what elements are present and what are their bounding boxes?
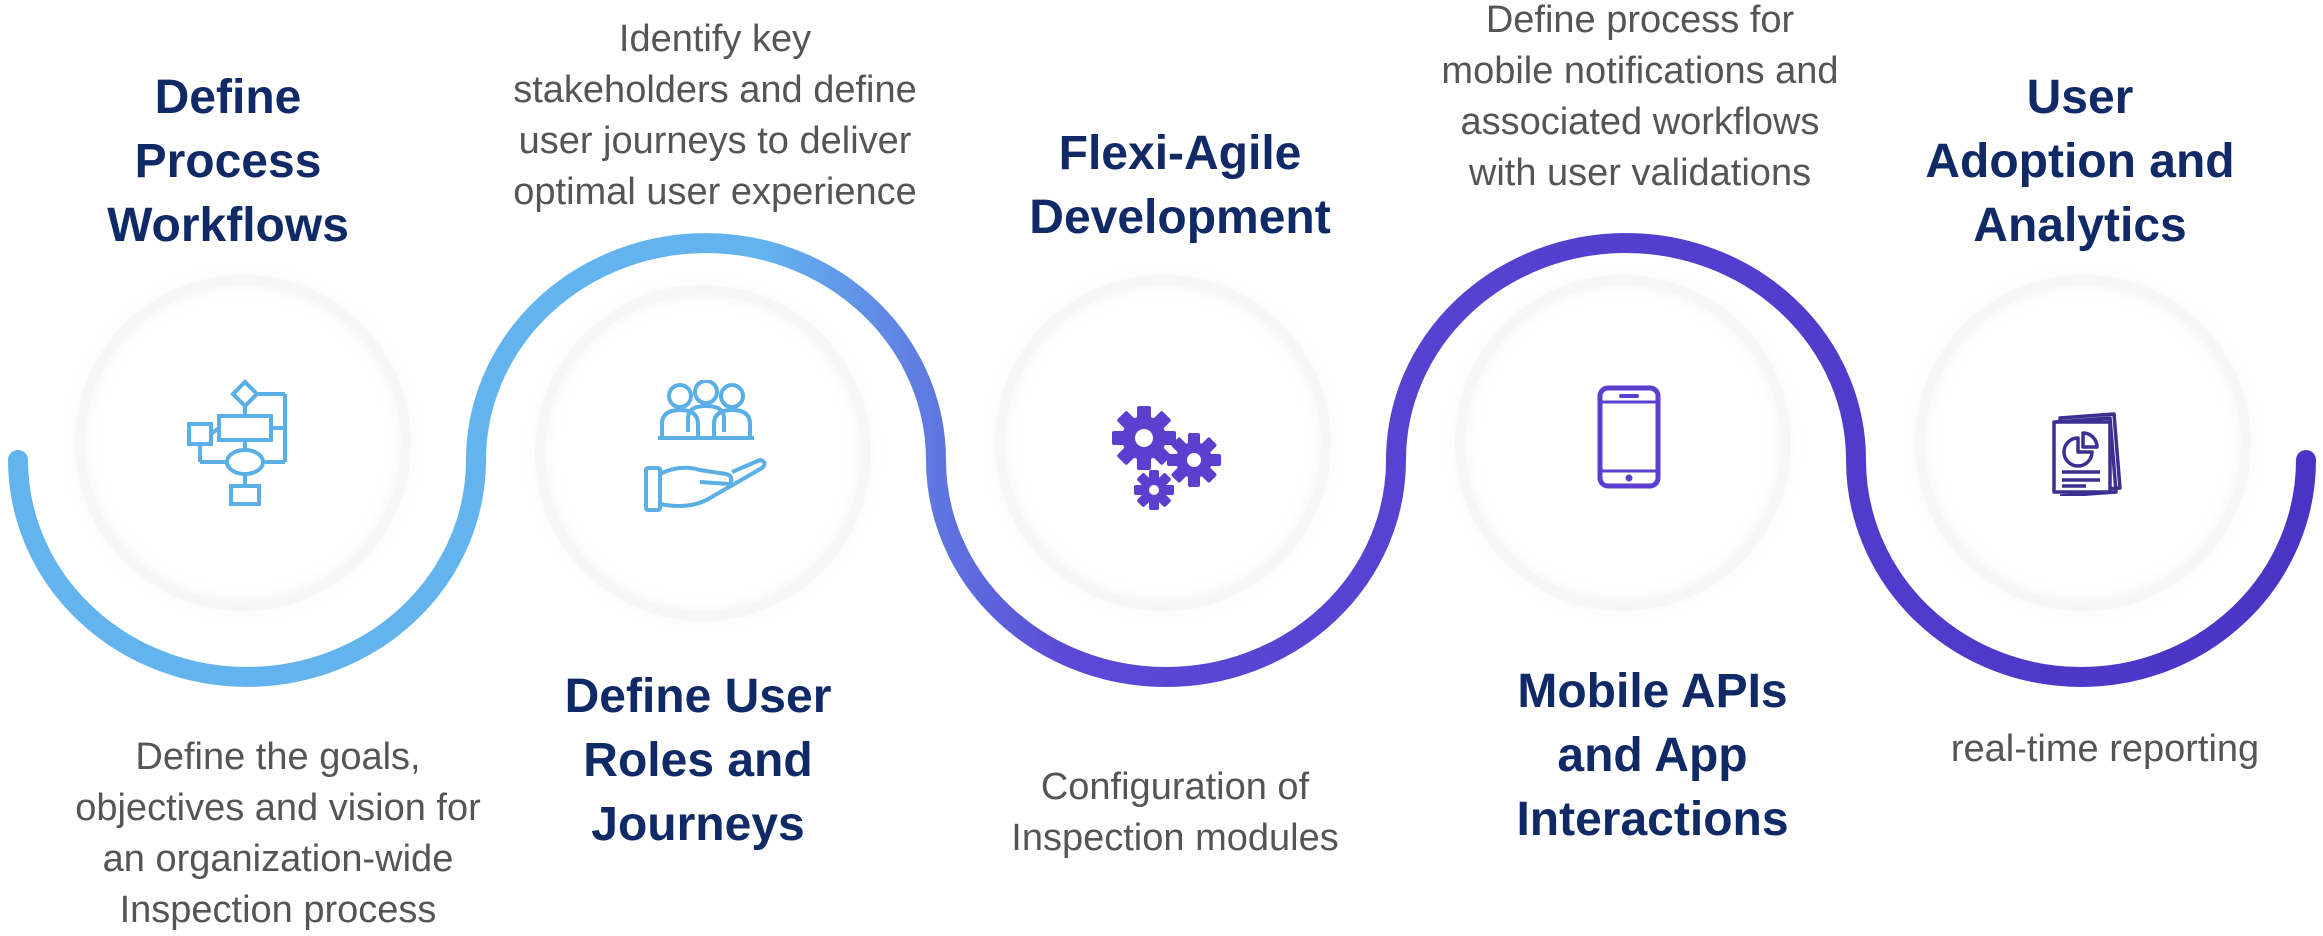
stage-1-title: Define Process Workflows <box>60 66 396 258</box>
stage-3-title: Flexi-Agile Development <box>980 122 1380 250</box>
stage-2-title: Define User Roles and Journeys <box>530 665 866 857</box>
stage-2-description: Identify key stakeholders and define use… <box>480 14 950 218</box>
flowchart-icon <box>185 378 295 510</box>
stage-4-title-line-2: and App <box>1557 729 1748 782</box>
stage-1-desc-line-2: objectives and vision for <box>75 787 481 829</box>
stage-3-description: Configuration of Inspection modules <box>960 762 1390 864</box>
stage-4-title: Mobile APIs and App Interactions <box>1460 660 1845 852</box>
stage-5-desc-line-1: real-time reporting <box>1950 728 2260 770</box>
stage-4-desc-line-2: mobile notifications and <box>1441 50 1839 92</box>
stage-4-desc-line-1: Define process for <box>1485 0 1795 41</box>
stage-3-desc-line-1: Configuration of <box>1040 766 1310 808</box>
report-chart-icon <box>2050 408 2132 496</box>
stage-5-description: real-time reporting <box>1900 724 2310 775</box>
stage-3-desc-line-2: Inspection modules <box>1011 817 1339 859</box>
stage-5-title-line-1: User <box>2026 71 2134 124</box>
stage-3-title-line-1: Flexi-Agile <box>1058 127 1302 180</box>
stage-2-title-line-2: Roles and <box>583 734 813 787</box>
stage-5-title: User Adoption and Analytics <box>1890 66 2270 258</box>
stage-2-title-line-3: Journeys <box>591 798 805 851</box>
gears-icon <box>1110 402 1230 510</box>
stage-5-title-line-2: Adoption and <box>1925 135 2235 188</box>
stage-5-title-line-3: Analytics <box>1973 199 2187 252</box>
stage-3-title-line-2: Development <box>1029 191 1331 244</box>
wave-path <box>8 233 2316 687</box>
stage-2-desc-line-1: Identify key <box>618 18 812 60</box>
stage-2-desc-line-2: stakeholders and define <box>513 69 917 111</box>
team-in-hand-icon <box>640 380 772 514</box>
stage-4-title-line-3: Interactions <box>1516 793 1789 846</box>
stage-1-title-line-1: Define <box>154 71 302 124</box>
stage-2-desc-line-3: user journeys to deliver <box>518 120 912 162</box>
stage-2-title-line-1: Define User <box>564 670 832 723</box>
stage-4-desc-line-4: with user validations <box>1468 152 1812 194</box>
stage-1-desc-line-3: an organization-wide <box>102 838 454 880</box>
stage-1-desc-line-1: Define the goals, <box>135 736 421 778</box>
stage-4-description: Define process for mobile notifications … <box>1400 0 1880 199</box>
stage-1-description: Define the goals, objectives and vision … <box>40 732 516 936</box>
stage-1-title-line-3: Workflows <box>107 199 349 252</box>
stage-4-circle <box>1465 285 1781 601</box>
stage-2-circle <box>545 295 861 611</box>
stage-4-title-line-1: Mobile APIs <box>1517 665 1788 718</box>
stage-1-title-line-2: Process <box>134 135 322 188</box>
mobile-phone-icon <box>1597 385 1661 489</box>
stage-2-desc-line-4: optimal user experience <box>513 171 917 213</box>
stage-4-desc-line-3: associated workflows <box>1460 101 1820 143</box>
stage-1-desc-line-4: Inspection process <box>119 889 437 931</box>
